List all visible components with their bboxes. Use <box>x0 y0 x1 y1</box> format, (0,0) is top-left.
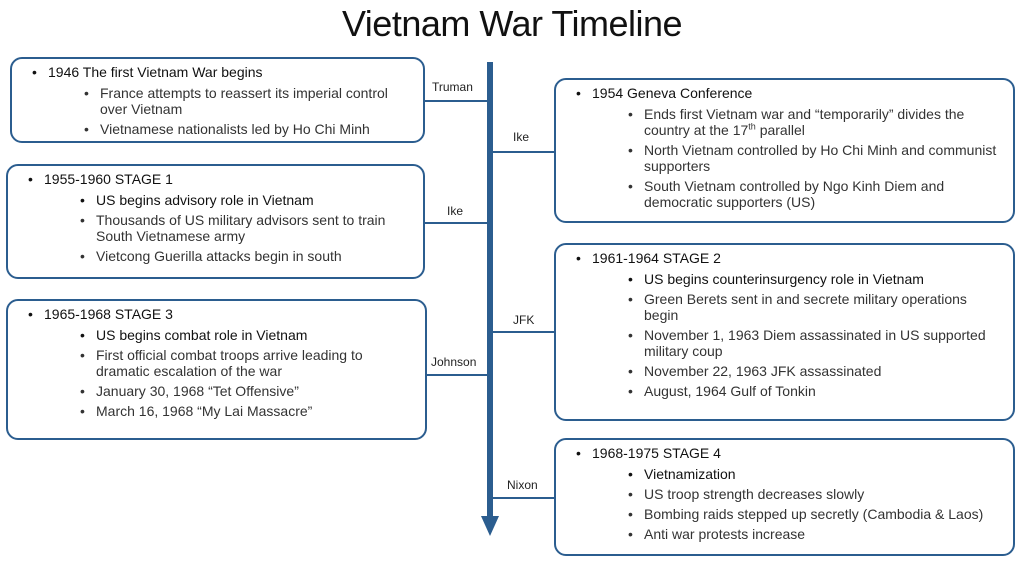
box-stage-2-item: November 22, 1963 JFK assassinated <box>564 363 1005 379</box>
box-1946-item: Vietnamese nationalists led by Ho Chi Mi… <box>20 121 415 137</box>
box-1954-item: South Vietnam controlled by Ngo Kinh Die… <box>564 178 1005 210</box>
box-stage-2-heading: 1961-1964 STAGE 2 <box>564 249 1005 267</box>
timeline-arrowhead <box>481 516 499 536</box>
box-stage-3-item: January 30, 1968 “Tet Offensive” <box>16 383 417 399</box>
president-label-jfk: JFK <box>513 313 535 327</box>
box-stage-1-item: US begins advisory role in Vietnam <box>16 192 415 208</box>
box-stage-3-item: First official combat troops arrive lead… <box>16 347 417 379</box>
box-stage-1-heading: 1955-1960 STAGE 1 <box>16 170 415 188</box>
box-stage-4-item: US troop strength decreases slowly <box>564 486 1005 502</box>
box-1946-heading: 1946 The first Vietnam War begins <box>20 63 415 81</box>
box-1946-item: France attempts to reassert its imperial… <box>20 85 415 117</box>
page-title: Vietnam War Timeline <box>341 3 683 44</box>
box-1954: 1954 Geneva Conference Ends first Vietna… <box>554 78 1015 223</box>
box-stage-2: 1961-1964 STAGE 2 US begins counterinsur… <box>554 243 1015 421</box>
box-stage-2-item: November 1, 1963 Diem assassinated in US… <box>564 327 1005 359</box>
box-stage-2-item: August, 1964 Gulf of Tonkin <box>564 383 1005 399</box>
box-stage-3-item: US begins combat role in Vietnam <box>16 327 417 343</box>
connector-nixon <box>493 497 554 499</box>
president-label-ike-left: Ike <box>447 204 464 218</box>
president-label-truman: Truman <box>432 80 473 94</box>
box-stage-3-heading: 1965-1968 STAGE 3 <box>16 305 417 323</box>
box-stage-1: 1955-1960 STAGE 1 US begins advisory rol… <box>6 164 425 279</box>
president-label-ike-right: Ike <box>513 130 530 144</box>
connector-truman <box>425 100 487 102</box>
box-1946: 1946 The first Vietnam War begins France… <box>10 57 425 143</box>
connector-johnson <box>427 374 487 376</box>
box-1954-item-superscript: th <box>748 121 756 132</box>
box-stage-2-item: US begins counterinsurgency role in Viet… <box>564 271 1005 287</box>
connector-jfk <box>493 331 554 333</box>
connector-ike-right <box>493 151 554 153</box>
box-1954-heading: 1954 Geneva Conference <box>564 84 1005 102</box>
president-label-johnson: Johnson <box>431 355 477 369</box>
box-stage-4-item: Bombing raids stepped up secretly (Cambo… <box>564 506 1005 522</box>
connector-ike-left <box>425 222 487 224</box>
box-stage-4-item: Anti war protests increase <box>564 526 1005 542</box>
box-stage-4: 1968-1975 STAGE 4 Vietnamization US troo… <box>554 438 1015 556</box>
box-stage-3-item: March 16, 1968 “My Lai Massacre” <box>16 403 417 419</box>
box-1954-item-text-end: parallel <box>755 122 805 138</box>
box-stage-2-item: Green Berets sent in and secrete militar… <box>564 291 1005 323</box>
box-1954-item: Ends first Vietnam war and “temporarily”… <box>564 106 1005 138</box>
timeline-axis <box>487 62 493 520</box>
box-stage-1-item: Vietcong Guerilla attacks begin in south <box>16 248 415 264</box>
box-1954-item-text: Ends first Vietnam war and “temporarily”… <box>644 106 965 138</box>
box-stage-1-item: Thousands of US military advisors sent t… <box>16 212 415 244</box>
president-label-nixon: Nixon <box>507 478 538 492</box>
box-stage-3: 1965-1968 STAGE 3 US begins combat role … <box>6 299 427 440</box>
box-1954-item: North Vietnam controlled by Ho Chi Minh … <box>564 142 1005 174</box>
box-stage-4-heading: 1968-1975 STAGE 4 <box>564 444 1005 462</box>
box-stage-4-item: Vietnamization <box>564 466 1005 482</box>
